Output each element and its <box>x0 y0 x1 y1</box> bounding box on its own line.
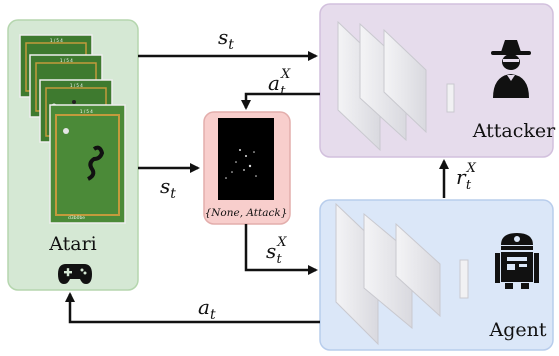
label-st-mid: st <box>160 174 176 202</box>
agent-label: Agent <box>489 319 547 341</box>
label-st-top: st <box>218 25 234 53</box>
gamepad-icon <box>58 264 92 284</box>
frame-header-2: 1 / 5 4 <box>60 58 73 63</box>
attacker-label: Attacker <box>472 120 556 142</box>
edge-stX <box>244 224 318 275</box>
label-at: at <box>198 295 216 323</box>
frame-header-1: 1 / 5 4 <box>50 38 63 43</box>
atari-label: Atari <box>48 233 97 255</box>
game-frame-4: 1 / 5 4 d3b0be <box>49 104 126 224</box>
switch-frame <box>218 118 274 200</box>
spy-icon <box>491 40 531 98</box>
atari-frames: 1 / 5 4 1 / 5 4 1 / 5 4 1 / 5 4 d3b0be <box>19 34 126 224</box>
switch-label: {None, Attack} <box>205 207 288 219</box>
edge-atX <box>241 92 320 110</box>
frame-header-4: 1 / 5 4 <box>80 109 93 114</box>
edge-at <box>65 292 320 324</box>
switch-frame-noise <box>225 149 257 179</box>
agent-network <box>335 202 469 346</box>
frame-footer: d3b0be <box>68 215 85 221</box>
frame-header-3: 1 / 5 4 <box>70 83 83 88</box>
attacker-network <box>337 20 455 152</box>
robot-icon <box>495 233 539 289</box>
